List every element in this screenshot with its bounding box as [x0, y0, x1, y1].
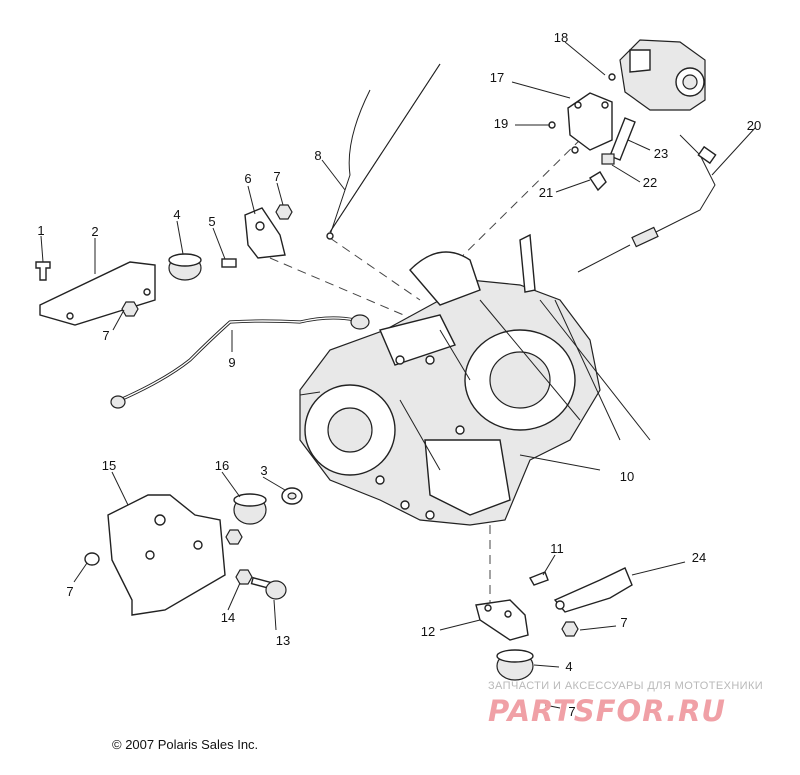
nut-part-7d	[561, 621, 579, 637]
callout-22: 22	[643, 175, 657, 190]
callout-17: 17	[490, 70, 504, 85]
callout-10: 10	[620, 469, 634, 484]
fitting-part-21	[589, 171, 607, 192]
bracket-part-15	[107, 494, 226, 616]
callout-4: 4	[565, 659, 572, 674]
callout-14: 14	[221, 610, 235, 625]
bracket-part-6	[244, 207, 286, 259]
nut-part-7a	[121, 301, 139, 317]
callout-1: 1	[37, 223, 44, 238]
mount-bracket	[39, 261, 156, 326]
washer-part-3	[281, 487, 303, 505]
sensor-cover-part-17	[548, 92, 613, 154]
callout-19: 19	[494, 116, 508, 131]
washer-part-7c	[84, 552, 100, 566]
callout-8: 8	[314, 148, 321, 163]
sensor-wire-part-9	[110, 314, 370, 409]
hose-part-23	[609, 117, 636, 161]
callout-13: 13	[276, 633, 290, 648]
bolt-part-1	[35, 261, 51, 281]
callout-numbers: 1 2 4 5 6 7 7 8 9 10 15 16 3 7 14 13 11 …	[37, 30, 761, 719]
callout-15: 15	[102, 458, 116, 473]
nut-part-14	[225, 529, 253, 585]
leader-lines	[40, 41, 756, 709]
callout-7: 7	[273, 169, 280, 184]
callout-24: 24	[692, 550, 706, 565]
callout-7: 7	[102, 328, 109, 343]
callout-5: 5	[208, 214, 215, 229]
engine-assembly	[299, 233, 651, 526]
stud-part-13	[250, 576, 287, 600]
callout-23: 23	[654, 146, 668, 161]
alignment-dashes	[269, 127, 593, 605]
rubber-mount-part-4a	[168, 253, 202, 281]
callout-7: 7	[66, 584, 73, 599]
link-rod-part-24	[553, 567, 633, 613]
rubber-mount-part-16	[233, 493, 267, 525]
bolt-part-11	[528, 571, 549, 586]
nut-part-7b	[275, 204, 293, 220]
throttle-body-part-18	[608, 39, 706, 111]
callout-4: 4	[173, 207, 180, 222]
callout-21: 21	[539, 185, 553, 200]
callout-12: 12	[421, 624, 435, 639]
dipstick-part-8	[326, 63, 441, 240]
rubber-mount-part-4b	[496, 649, 534, 681]
callout-6: 6	[244, 171, 251, 186]
copyright-notice: © 2007 Polaris Sales Inc.	[112, 737, 259, 752]
callout-11: 11	[550, 541, 564, 556]
throttle-cable-part-20	[577, 134, 717, 273]
clamp-part-22	[601, 153, 615, 165]
bolt-part-5	[221, 258, 237, 268]
callout-9: 9	[228, 355, 235, 370]
callout-18: 18	[554, 30, 568, 45]
callout-7: 7	[620, 615, 627, 630]
callout-20: 20	[747, 118, 761, 133]
callout-7: 7	[568, 704, 575, 719]
bracket-part-12	[475, 599, 529, 641]
callout-2: 2	[91, 224, 98, 239]
callout-16: 16	[215, 458, 229, 473]
callout-3: 3	[260, 463, 267, 478]
